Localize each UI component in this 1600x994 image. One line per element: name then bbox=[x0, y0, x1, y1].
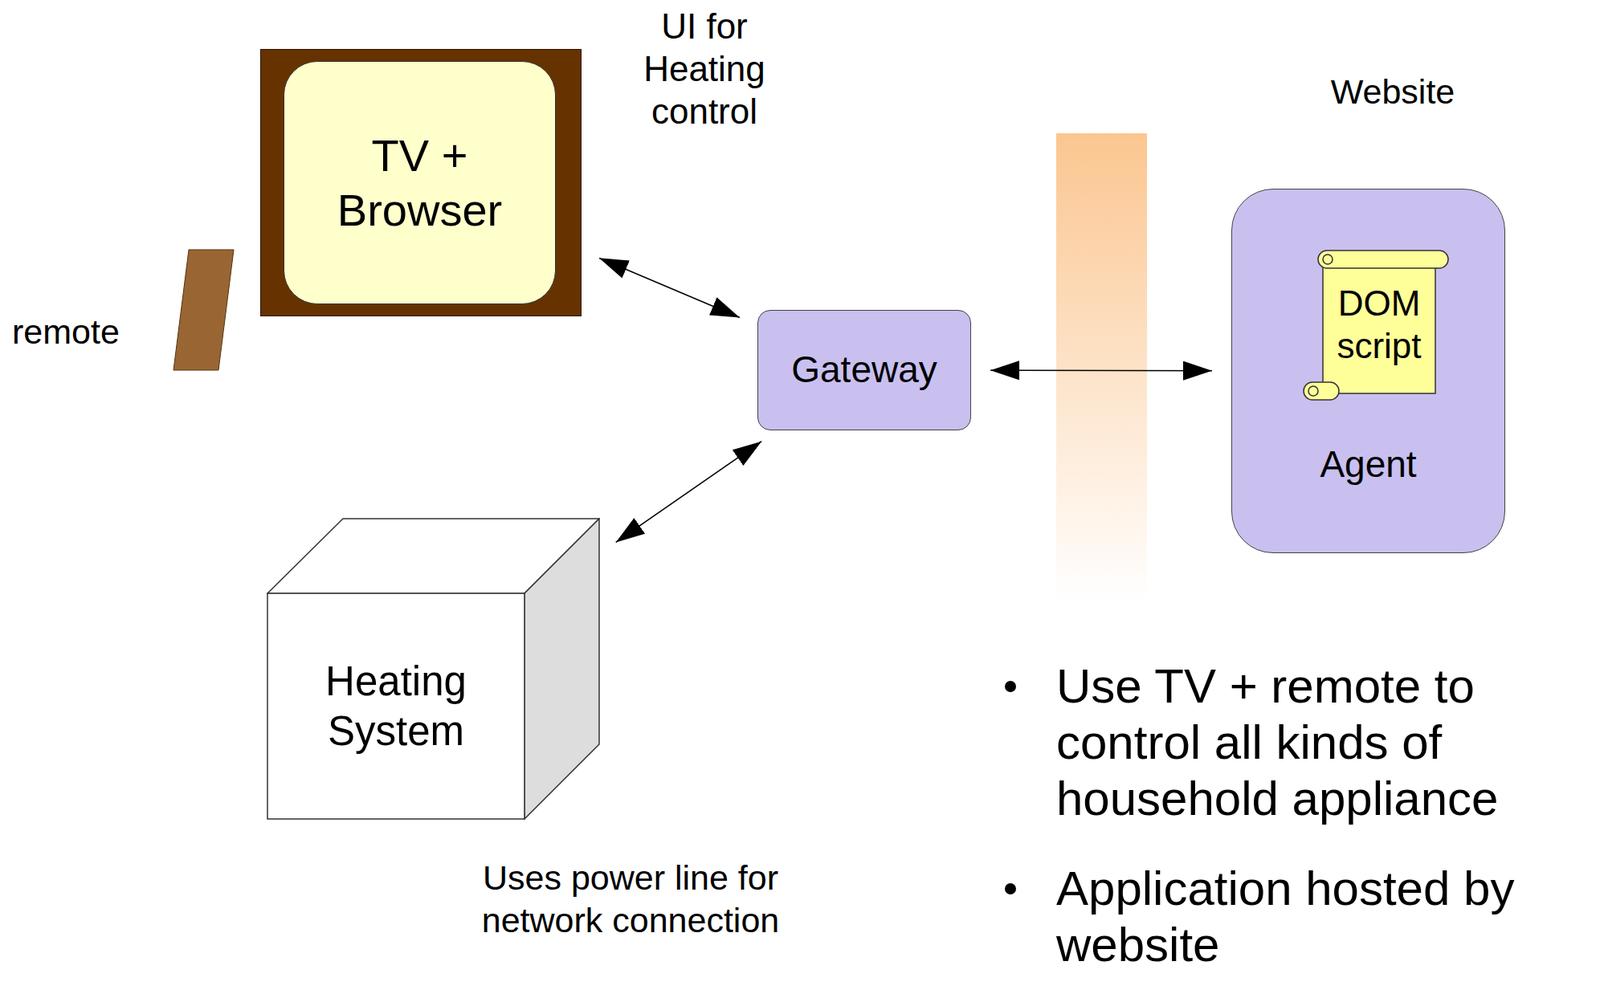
note-label: Uses power line for network connection bbox=[449, 857, 812, 943]
note-label: remote bbox=[12, 310, 141, 353]
node-text: TV + Browser bbox=[337, 128, 503, 237]
connector-arrow bbox=[616, 441, 762, 543]
scroll-outline bbox=[1302, 248, 1452, 402]
note-label: Website bbox=[1312, 70, 1474, 113]
bullet bbox=[1004, 883, 1017, 895]
connector-arrow bbox=[599, 257, 740, 318]
firewall-band bbox=[1056, 133, 1147, 603]
gateway-box: Gateway bbox=[757, 310, 972, 431]
scroll-node: DOM script bbox=[1302, 248, 1452, 402]
node-text: Heating System bbox=[325, 657, 467, 756]
note-label: Use TV + remote to control all kinds of … bbox=[1056, 658, 1591, 828]
tv-screen: TV + Browser bbox=[283, 61, 556, 305]
bullet bbox=[1004, 681, 1017, 693]
connector-arrow bbox=[990, 369, 1213, 372]
remote-control bbox=[173, 249, 234, 371]
node-text: Gateway bbox=[791, 347, 938, 392]
note-label: UI for Heating control bbox=[628, 4, 781, 133]
cube-node: Heating System bbox=[266, 518, 600, 821]
node-text: Agent bbox=[1319, 442, 1417, 487]
agent-node: Agent DOM script bbox=[1231, 188, 1506, 554]
note-label: Application hosted by website bbox=[1056, 861, 1591, 974]
tv-node: TV + Browser bbox=[260, 48, 582, 317]
node-text: DOM script bbox=[1336, 282, 1421, 368]
